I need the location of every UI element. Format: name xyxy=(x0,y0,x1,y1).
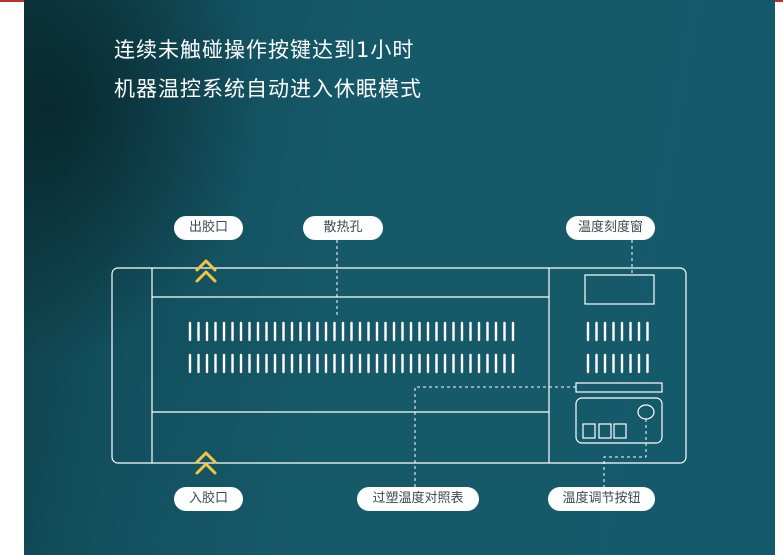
temperature-knob xyxy=(637,404,655,420)
machine-body xyxy=(111,267,687,464)
temperature-window xyxy=(584,274,655,305)
label-temperature-knob: 温度调节按钮 xyxy=(548,487,655,511)
glue-in-arrow xyxy=(195,451,217,475)
label-glue-in: 入胶口 xyxy=(174,487,243,511)
label-temperature-window: 温度刻度窗 xyxy=(566,216,655,240)
label-glue-out: 出胶口 xyxy=(174,216,243,240)
headline-line-1: 连续未触碰操作按键达到1小时 xyxy=(114,38,415,62)
headline-line-2: 机器温控系统自动进入休眠模式 xyxy=(114,77,422,101)
background-shadow xyxy=(24,0,264,360)
leader-temp-chart xyxy=(414,386,576,487)
label-vents: 散热孔 xyxy=(303,216,383,240)
label-temperature-chart: 过塑温度对照表 xyxy=(357,487,479,511)
vent-slots xyxy=(188,321,649,374)
control-button-1 xyxy=(582,423,596,439)
control-button-3 xyxy=(613,423,627,439)
control-panel xyxy=(575,397,663,444)
control-button-2 xyxy=(598,423,612,439)
glue-out-arrow xyxy=(195,259,217,283)
temperature-chart-strip xyxy=(575,382,663,393)
leader-temp-knob xyxy=(603,419,647,487)
